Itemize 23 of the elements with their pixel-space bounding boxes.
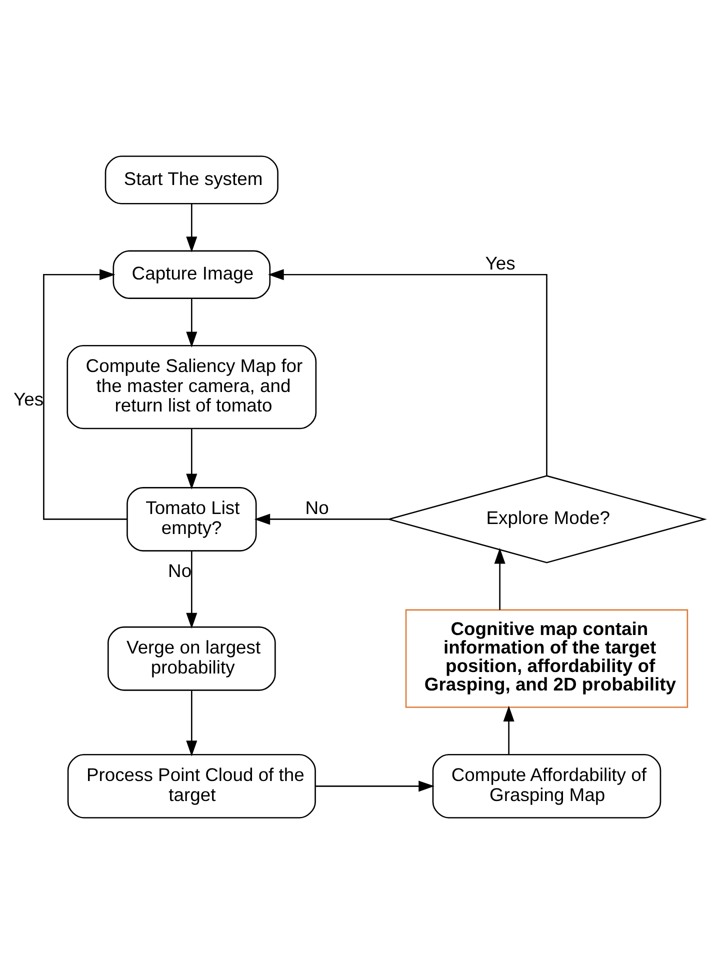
- arrow: [43, 269, 128, 520]
- node-box: Process Point Cloud of the target: [67, 754, 316, 818]
- node-box: Tomato List empty?: [126, 487, 257, 552]
- arrow: [315, 780, 434, 792]
- arrow: [494, 548, 506, 610]
- arrow: [186, 204, 198, 252]
- node-box: Cognitive map contain information of the target position, affordability of Grasping, and 2D probability: [405, 609, 688, 708]
- arrow: [503, 706, 514, 754]
- arrow: [186, 298, 198, 348]
- arrow: [186, 428, 198, 490]
- edge-label: Yes: [485, 252, 516, 274]
- edge-label: No: [305, 497, 329, 518]
- arrow: [186, 690, 198, 756]
- node-box: Capture Image: [112, 250, 271, 299]
- edge-label: Yes: [14, 388, 44, 410]
- node-box: Compute Saliency Map for the master camera, and return list of tomato: [66, 344, 317, 430]
- node-box: Start The system: [104, 156, 278, 204]
- edge-label: No: [168, 560, 192, 582]
- arrow: [254, 514, 388, 525]
- node-box: Compute Affordability of Grasping Map: [432, 754, 662, 818]
- arrow: [186, 550, 198, 629]
- arrow: [268, 269, 548, 476]
- node-box: Verge on largest probability: [108, 626, 276, 691]
